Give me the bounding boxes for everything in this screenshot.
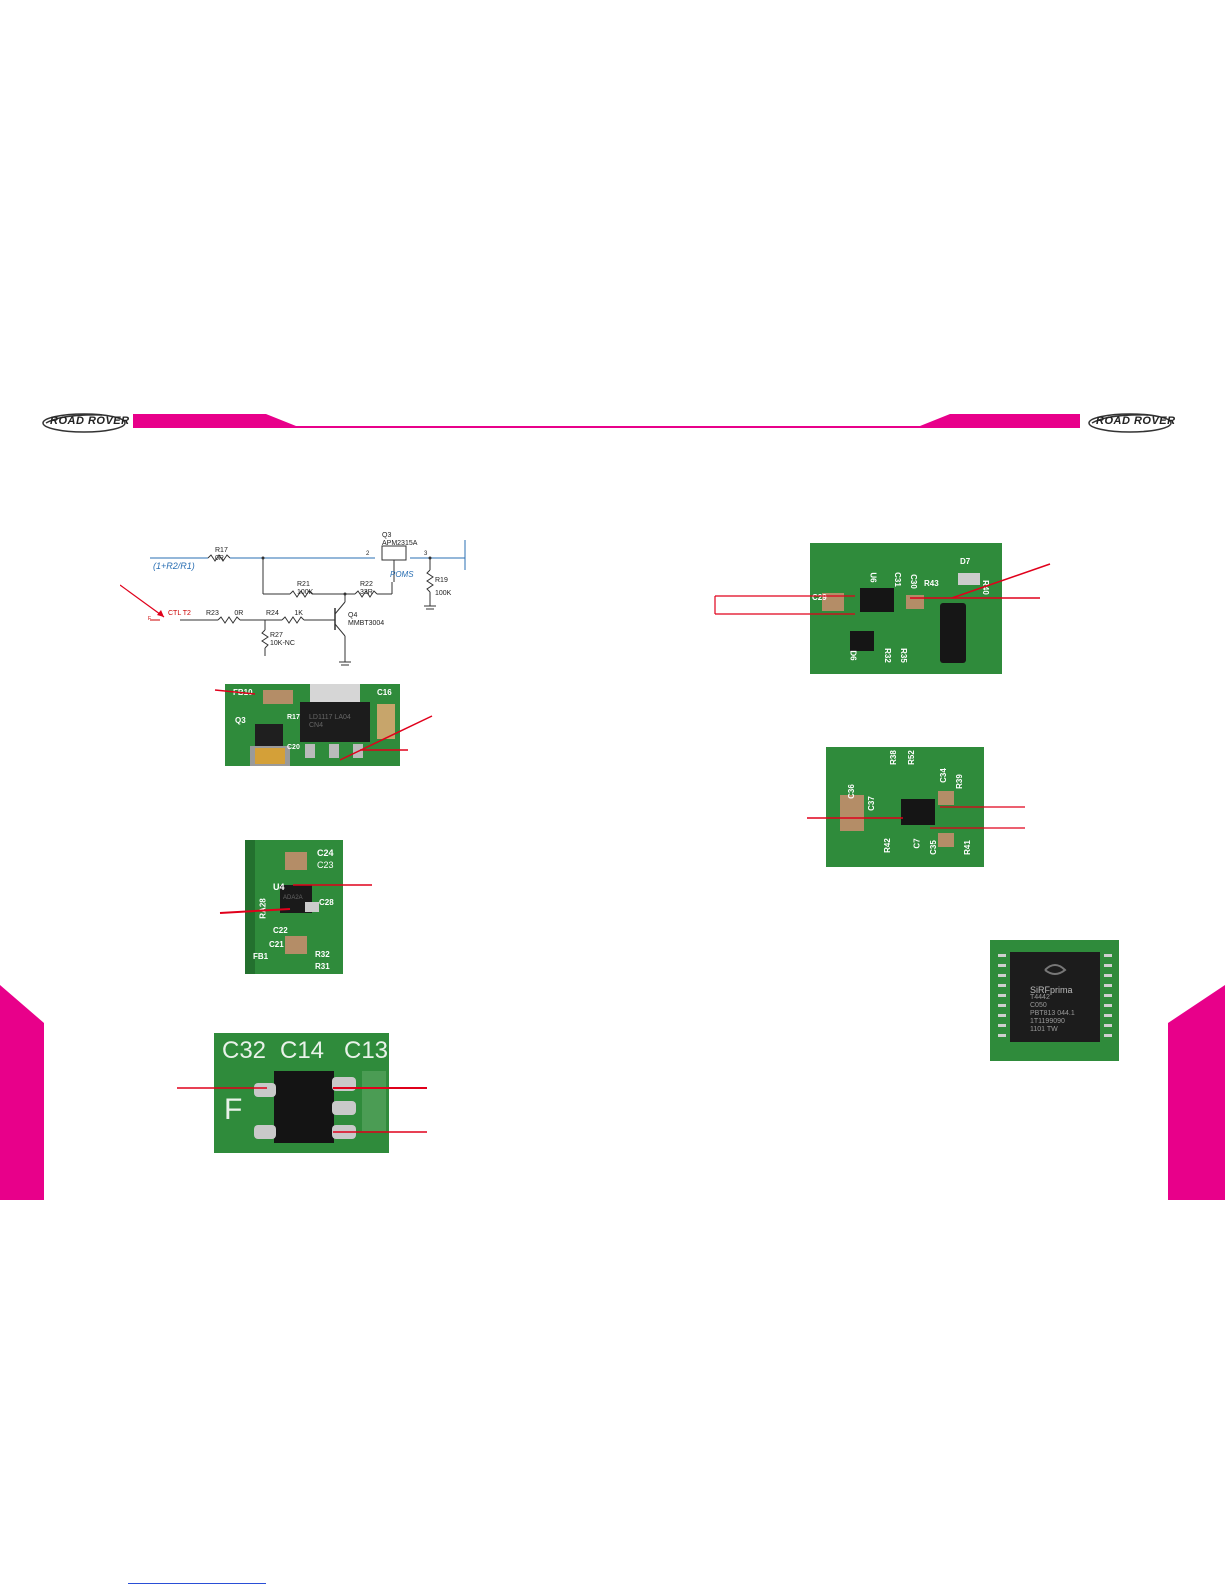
photo6-line-1: T4442: [1030, 994, 1050, 1001]
photo2-c24: C24: [317, 848, 334, 858]
photo2-c22: C22: [273, 926, 288, 935]
photo2-u4: U4: [273, 882, 285, 892]
photo2-r32: R32: [315, 950, 330, 959]
photo1-q3: Q3: [235, 716, 246, 725]
photo6-chip-text: SiRFprima T4442 C050 PBT813 044.1 1T1199…: [1030, 986, 1075, 1034]
photo5-c35: C35: [928, 840, 938, 855]
logo-left: ROAD ROVER: [42, 412, 129, 434]
photo5-arrows: [807, 806, 1025, 829]
photo6-line-0: SiRFprima: [1030, 985, 1073, 995]
photo1-arrows: [214, 689, 433, 761]
photo6-line-3: PBT813 044.1: [1030, 1010, 1075, 1017]
photo2-chip-text: ADA2A: [283, 895, 303, 901]
photo5-c7: C7: [912, 838, 922, 849]
photo2-c21: C21: [269, 940, 284, 949]
schematic-pmos: POMS: [390, 570, 414, 579]
logo-left-text: ROAD ROVER: [50, 415, 130, 427]
photo5-r39: R39: [954, 774, 964, 789]
photo1-c16: C16: [377, 688, 392, 697]
photo4-r32: R32: [882, 648, 892, 663]
photo5-c36: C36: [846, 784, 856, 799]
pcb-photo-sirfprima: SiRFprima T4442 C050 PBT813 044.1 1T1199…: [990, 940, 1119, 1061]
side-tab-left: [0, 985, 44, 1200]
pcb-photo-u4: C24 C23 U4 C28 RA28 C21 C22 FB1 R32 R31 …: [245, 840, 343, 974]
footnote-link-line[interactable]: [128, 1583, 266, 1584]
photo2-arrows: [219, 884, 372, 914]
photo5-c34: C34: [938, 768, 948, 783]
schematic-pin-3: 3: [424, 551, 428, 557]
schematic-drawing: [119, 540, 466, 666]
photo2-c23: C23: [317, 860, 334, 870]
photo5-r52: R52: [906, 750, 916, 765]
photo4-d6: D6: [848, 650, 858, 661]
photo2-c28: C28: [319, 898, 334, 907]
photo3-c14: C14: [280, 1037, 325, 1064]
header-band: [0, 408, 1225, 438]
photo1-r17: R17: [287, 714, 300, 721]
side-tab-right: [1168, 985, 1225, 1200]
schematic-r24: R24 1K: [266, 610, 303, 617]
photo3-f: F: [224, 1093, 243, 1126]
pcb-photo-c32: C32 C14 C13 F: [214, 1033, 389, 1153]
logo-right-text: ROAD ROVER: [1096, 415, 1176, 427]
pcb-photo-ldo: FB10 Q3 C16 C20 R17 LD1117 LA04 CN4: [225, 684, 400, 766]
photo6-line-2: C050: [1030, 1002, 1047, 1009]
photo1-chip-text: LD1117 LA04 CN4: [309, 714, 351, 729]
schematic-pin-2: 2: [366, 551, 370, 557]
schematic-signal: CTL T2: [168, 610, 191, 617]
schematic-pin-f: F: [148, 616, 152, 622]
photo3-c32: C32: [222, 1037, 267, 1064]
photo6-line-5: 1101 TW: [1030, 1026, 1058, 1033]
pcb-photo-u6: U6 C31 C30 R43 D7 R40 C29 D6 R32 R35: [810, 543, 1002, 674]
photo4-d7: D7: [960, 557, 971, 566]
header-band-shape: [133, 414, 1080, 428]
photo2-fb1: FB1: [253, 952, 269, 961]
schematic-formula: (1+R2/R1): [153, 561, 195, 571]
photo3-arrows: [177, 1087, 427, 1133]
schematic-r23: R23 0R: [206, 610, 244, 617]
photo4-r43: R43: [924, 579, 939, 588]
photo4-arrows: [714, 563, 1051, 615]
photo4-r35: R35: [898, 648, 908, 663]
photo3-c13: C13: [344, 1037, 389, 1064]
photo6-line-4: 1T1199090: [1030, 1018, 1065, 1025]
photo5-r41: R41: [962, 840, 972, 855]
photo1-c20: C20: [287, 744, 300, 751]
photo5-r38: R38: [888, 750, 898, 765]
photo2-r31: R31: [315, 962, 330, 971]
logo-right: ROAD ROVER: [1088, 412, 1175, 434]
photo5-r42: R42: [882, 838, 892, 853]
photo4-c29: C29: [812, 593, 827, 602]
